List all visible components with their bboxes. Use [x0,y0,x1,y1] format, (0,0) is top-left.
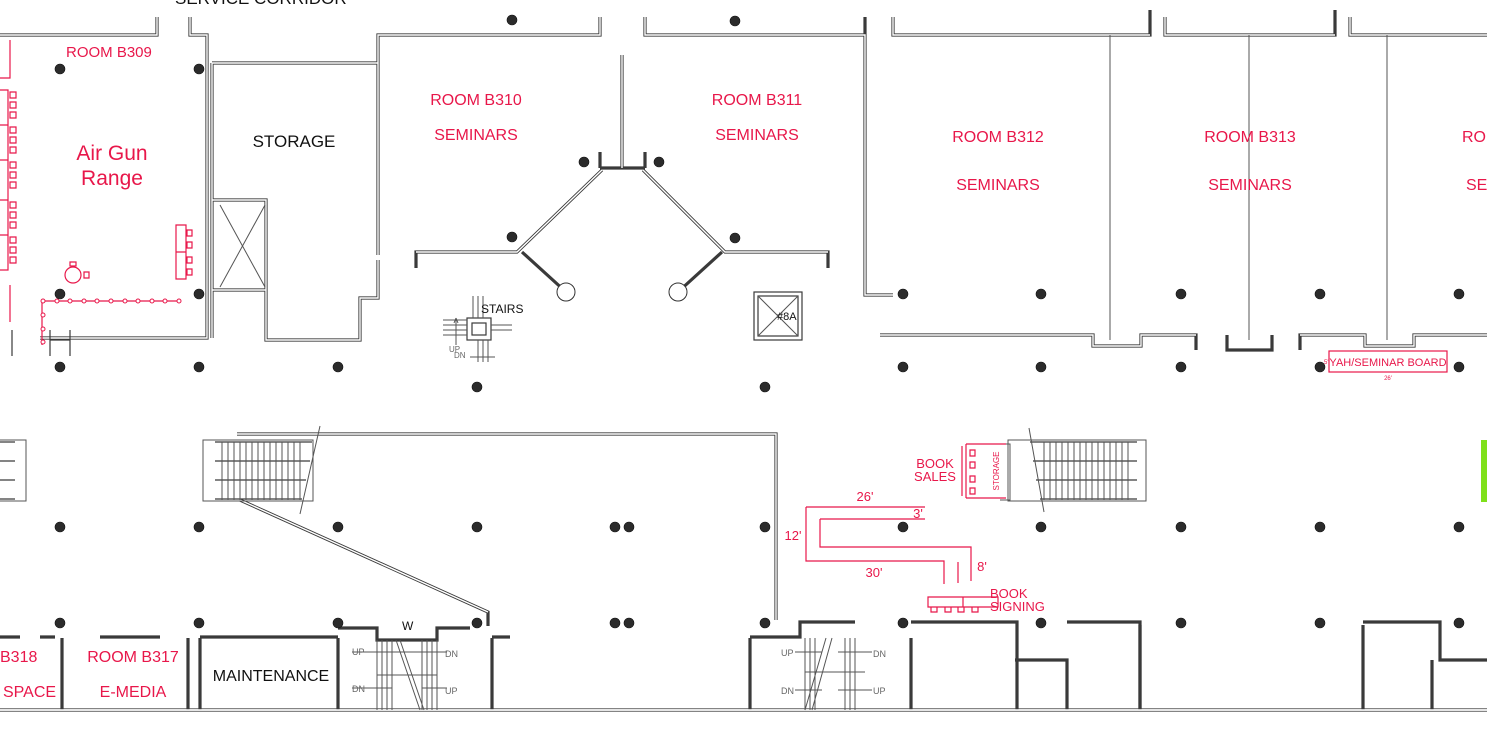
room-name-b313: ROOM B313 [1204,129,1296,146]
room-name-b311: ROOM B311 [712,92,803,109]
east-stair-up-1: UP [781,648,794,658]
highlight-marker [1481,440,1487,502]
room-name-b318: B318 [0,649,37,666]
queue-dim-inner: 3' [913,506,923,521]
seminar-board-dim-side: 5' [1324,360,1328,366]
room-use-b317: E-MEDIA [100,684,167,701]
room-name-storage: STORAGE [253,132,336,151]
room-name-maintenance: MAINTENANCE [213,668,329,685]
room-name-b310: ROOM B310 [430,92,522,109]
room-name-b309: ROOM B309 [66,44,152,61]
east-stair-dn-2: DN [781,686,794,696]
east-stair-up-2: UP [873,686,886,696]
room-use-b309-line1: Air Gun [76,142,147,165]
stairs-symbol [443,296,512,362]
seminar-board-label: YAH/SEMINAR BOARD [1329,357,1446,369]
elevator-label: #8A [777,311,797,323]
west-stair-dn-1: DN [445,649,458,659]
room-use-b314: SE [1466,177,1487,194]
book-sales-line2: SALES [914,469,956,484]
stairs-label: STAIRS [481,302,523,316]
elevator-8a [753,291,803,341]
stairs-dn-label: DN [454,351,466,360]
book-signing-line2: SIGNING [990,599,1045,614]
queue-dim-top: 26' [857,489,874,504]
room-name-b314: RO [1462,129,1486,146]
west-stair-dn-2: DN [352,684,365,694]
room-use-b313: SEMINARS [1208,177,1292,194]
west-stair-label: W [402,619,414,633]
seminar-board-dim-bottom: 26' [1384,376,1392,382]
stairs-up-label: UP [449,345,460,354]
corridor-label: SERVICE CORRIDOR [175,0,347,8]
west-stair-up-1: UP [352,647,365,657]
room-use-b310: SEMINARS [434,127,518,144]
escalator-left [202,425,321,515]
room-use-b312: SEMINARS [956,177,1040,194]
room-use-b311: SEMINARS [715,127,799,144]
book-sales-line1: BOOK [916,456,954,471]
stair-west [352,639,447,711]
escalator-edge-left [0,439,27,502]
stair-east [795,637,872,711]
east-stair-dn-1: DN [873,649,886,659]
queue-dim-right: 8' [977,559,987,574]
queue-dim-bottom: 30' [866,565,883,580]
room-use-b309-line2: Range [81,167,143,190]
book-sales-storage: STORAGE [992,452,1001,491]
walls-top: STAIRS UP DN #8A [0,10,1487,362]
columns [54,14,1465,629]
book-signing-line1: BOOK [990,586,1028,601]
room-use-b318: SPACE [3,684,56,701]
room-name-b312: ROOM B312 [952,129,1044,146]
event-layout [0,40,1448,613]
walls-bottom: W UP DN DN UP UP DN DN UP [0,425,1487,712]
room-name-b317: ROOM B317 [87,649,179,666]
escalator-right [1000,427,1147,513]
west-stair-up-2: UP [445,686,458,696]
queue-dim-left: 12' [785,528,802,543]
